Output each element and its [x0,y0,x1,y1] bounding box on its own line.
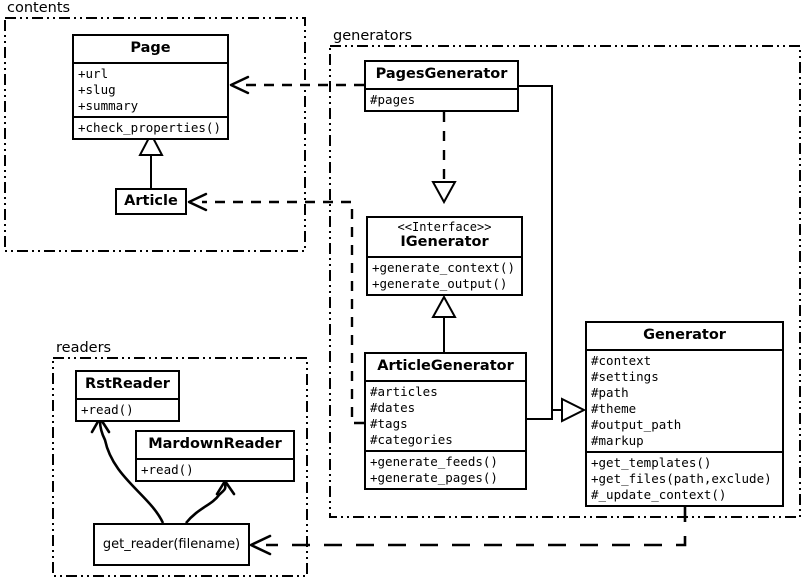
method-get-templates: +get_templates() [591,454,712,470]
class-box-rstreader[interactable]: RstReader +read() [75,370,180,422]
class-stereotype-igenerator: <<Interface>> [397,220,492,234]
class-box-pagesgenerator[interactable]: PagesGenerator #pages [364,60,519,112]
attribute-tags: #tags [370,415,408,431]
edge-generator-to-get_reader [266,504,687,547]
class-box-generator[interactable]: Generator #context #settings #path #them… [585,321,784,507]
package-frame-generators [329,45,801,518]
class-name-article: Article [124,193,178,209]
class-methods-rstreader: +read() [77,397,178,420]
edge-articlegenerator-to-article [202,200,364,425]
class-box-page[interactable]: Page +url +slug +summary +check_properti… [72,34,229,140]
arrowhead-article-to-page [138,131,164,156]
attribute-articles: #articles [370,383,438,399]
class-name-page: Page [130,40,171,56]
method-read-mardownreader: +read() [141,461,194,477]
attribute-output-path: #output_path [591,416,682,432]
class-methods-igenerator: +generate_context() +generate_output() [368,255,521,294]
attribute-slug: +slug [78,81,116,97]
attribute-dates: #dates [370,399,416,415]
attribute-settings: #settings [591,368,659,384]
class-box-articlegenerator[interactable]: ArticleGenerator #articles #dates #tags … [364,352,527,490]
class-methods-mardownreader: +read() [137,457,293,480]
method-generate-output: +generate_output() [372,275,508,291]
attribute-url: +url [78,65,109,81]
arrowhead-generator-to-get_reader [249,534,272,556]
attribute-summary: +summary [78,97,139,113]
class-attributes-page: +url +slug +summary [74,61,227,116]
edge-get_reader-to-mardownreader [184,482,227,524]
class-name-generator: Generator [643,327,726,343]
class-methods-articlegenerator: +generate_feeds() +generate_pages() [366,449,525,488]
method-generate-feeds: +generate_feeds() [370,453,498,469]
class-box-mardownreader[interactable]: MardownReader +read() [135,430,295,482]
class-methods-generator: +get_templates() +get_files(path,exclude… [587,450,782,505]
class-name-articlegenerator: ArticleGenerator [377,358,514,374]
package-label-readers: readers [54,340,114,356]
class-name-pagesgenerator: PagesGenerator [375,66,508,82]
attribute-path: #path [591,384,629,400]
attribute-categories: #categories [370,431,453,447]
arrowhead-pagesgenerator-to-page [229,75,250,95]
class-name-mardownreader: MardownReader [148,436,282,452]
package-frame-readers [52,357,308,577]
arrowhead-articlegenerator-to-article [187,192,208,212]
class-attributes-articlegenerator: #articles #dates #tags #categories [366,379,525,450]
function-label-get-reader: get_reader(filename) [102,537,241,552]
method-check-properties: +check_properties() [78,119,221,135]
edge-pagesgenerator-to-generator [519,85,562,411]
method-read-rstreader: +read() [81,401,134,417]
edge-articlegenerator-to-generator [527,410,553,420]
class-methods-page: +check_properties() [74,115,227,138]
class-box-article[interactable]: Article [115,188,187,215]
attribute-theme: #theme [591,400,637,416]
class-box-igenerator[interactable]: <<Interface>> IGenerator +generate_conte… [366,216,523,296]
class-attributes-pagesgenerator: #pages [366,87,517,110]
class-attributes-generator: #context #settings #path #theme #output_… [587,348,782,451]
package-label-contents: contents [5,0,73,16]
method-generate-context: +generate_context() [372,259,515,275]
attribute-context: #context [591,352,652,368]
arrowhead-articlegenerator-to-igenerator [431,294,457,318]
function-box-get-reader[interactable]: get_reader(filename) [93,523,250,566]
attribute-markup: #markup [591,432,644,448]
attribute-pages: #pages [370,91,416,107]
method-generate-pages: +generate_pages() [370,469,498,485]
class-name-igenerator: IGenerator [400,234,489,251]
arrowhead-generators-to-generator [561,397,587,423]
package-label-generators: generators [331,28,415,44]
arrowhead-pagesgenerator-to-igenerator [431,181,457,205]
class-name-rstreader: RstReader [85,376,170,392]
method-update-context: #_update_context() [591,486,727,502]
method-get-files: +get_files(path,exclude) [591,470,772,486]
edge-get_reader-to-rstreader [98,420,165,524]
package-frame-contents [4,17,306,252]
